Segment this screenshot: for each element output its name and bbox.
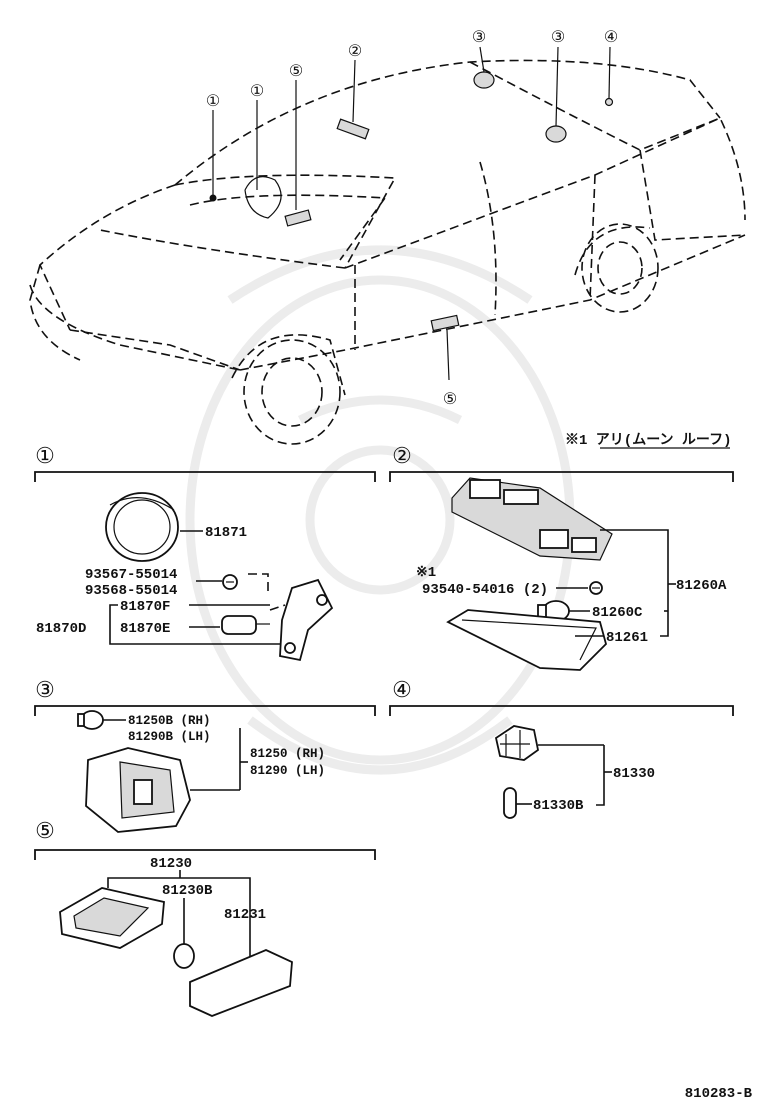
- part-number: 81250 (RH): [250, 747, 325, 761]
- part-number: 81871: [205, 525, 247, 541]
- part-number: 93568-55014: [85, 583, 177, 599]
- part-number: 81330: [613, 766, 655, 782]
- part-number: 81870E: [120, 621, 170, 637]
- part-number: 81330B: [533, 798, 584, 814]
- part-number: 93540-54016 (2): [422, 582, 548, 598]
- part-number: 81870D: [36, 621, 86, 637]
- section-1: ① 81871 93567-55014 93568-55014 81870F 8…: [34, 445, 376, 662]
- section-5: ⑤ 81230 81230B 81231: [34, 820, 376, 1017]
- part-number: 81230B: [162, 883, 213, 899]
- part-number: 81260C: [592, 605, 643, 621]
- callout-marker: ③: [551, 29, 565, 47]
- part-number: 81261: [606, 630, 648, 646]
- callout-marker: ④: [604, 29, 618, 47]
- callout-marker: ②: [348, 43, 362, 61]
- section-4: ④ 81330 81330B: [389, 679, 734, 819]
- part-number: 81230: [150, 856, 192, 872]
- callout-marker: ③: [472, 29, 486, 47]
- overview-leaders: [212, 46, 611, 381]
- part-number: 81290B (LH): [128, 730, 211, 744]
- car-outline: [29, 59, 746, 445]
- callout-marker: ①: [250, 83, 264, 101]
- section-marker: ⑤: [35, 820, 55, 845]
- part-number: 81870F: [120, 599, 170, 615]
- part-number: ※1: [416, 565, 436, 581]
- part-number: 81231: [224, 907, 266, 923]
- moonroof-note: ※1 アリ(ムーン ルーフ): [565, 432, 731, 449]
- section-3: ③ 81250B (RH) 81290B (LH) 81250 (RH) 812…: [34, 679, 376, 833]
- section-2: ② ※1 93540-54016 (2) 81260C 81261 81260A: [389, 445, 734, 671]
- section-marker: ④: [392, 679, 412, 704]
- part-number: 93567-55014: [85, 567, 177, 583]
- figure-id: 810283-B: [685, 1086, 753, 1102]
- part-number: 81260A: [676, 578, 727, 594]
- section-marker: ①: [35, 445, 55, 470]
- callout-marker: ⑤: [289, 63, 303, 81]
- part-number: 81250B (RH): [128, 714, 211, 728]
- section-marker: ②: [392, 445, 412, 470]
- callout-marker: ①: [206, 93, 220, 111]
- section-marker: ③: [35, 679, 55, 704]
- part-number: 81290 (LH): [250, 764, 325, 778]
- callout-marker: ⑤: [443, 391, 457, 409]
- overview-callouts: ① ① ⑤ ② ③ ③ ④ ⑤: [206, 29, 618, 409]
